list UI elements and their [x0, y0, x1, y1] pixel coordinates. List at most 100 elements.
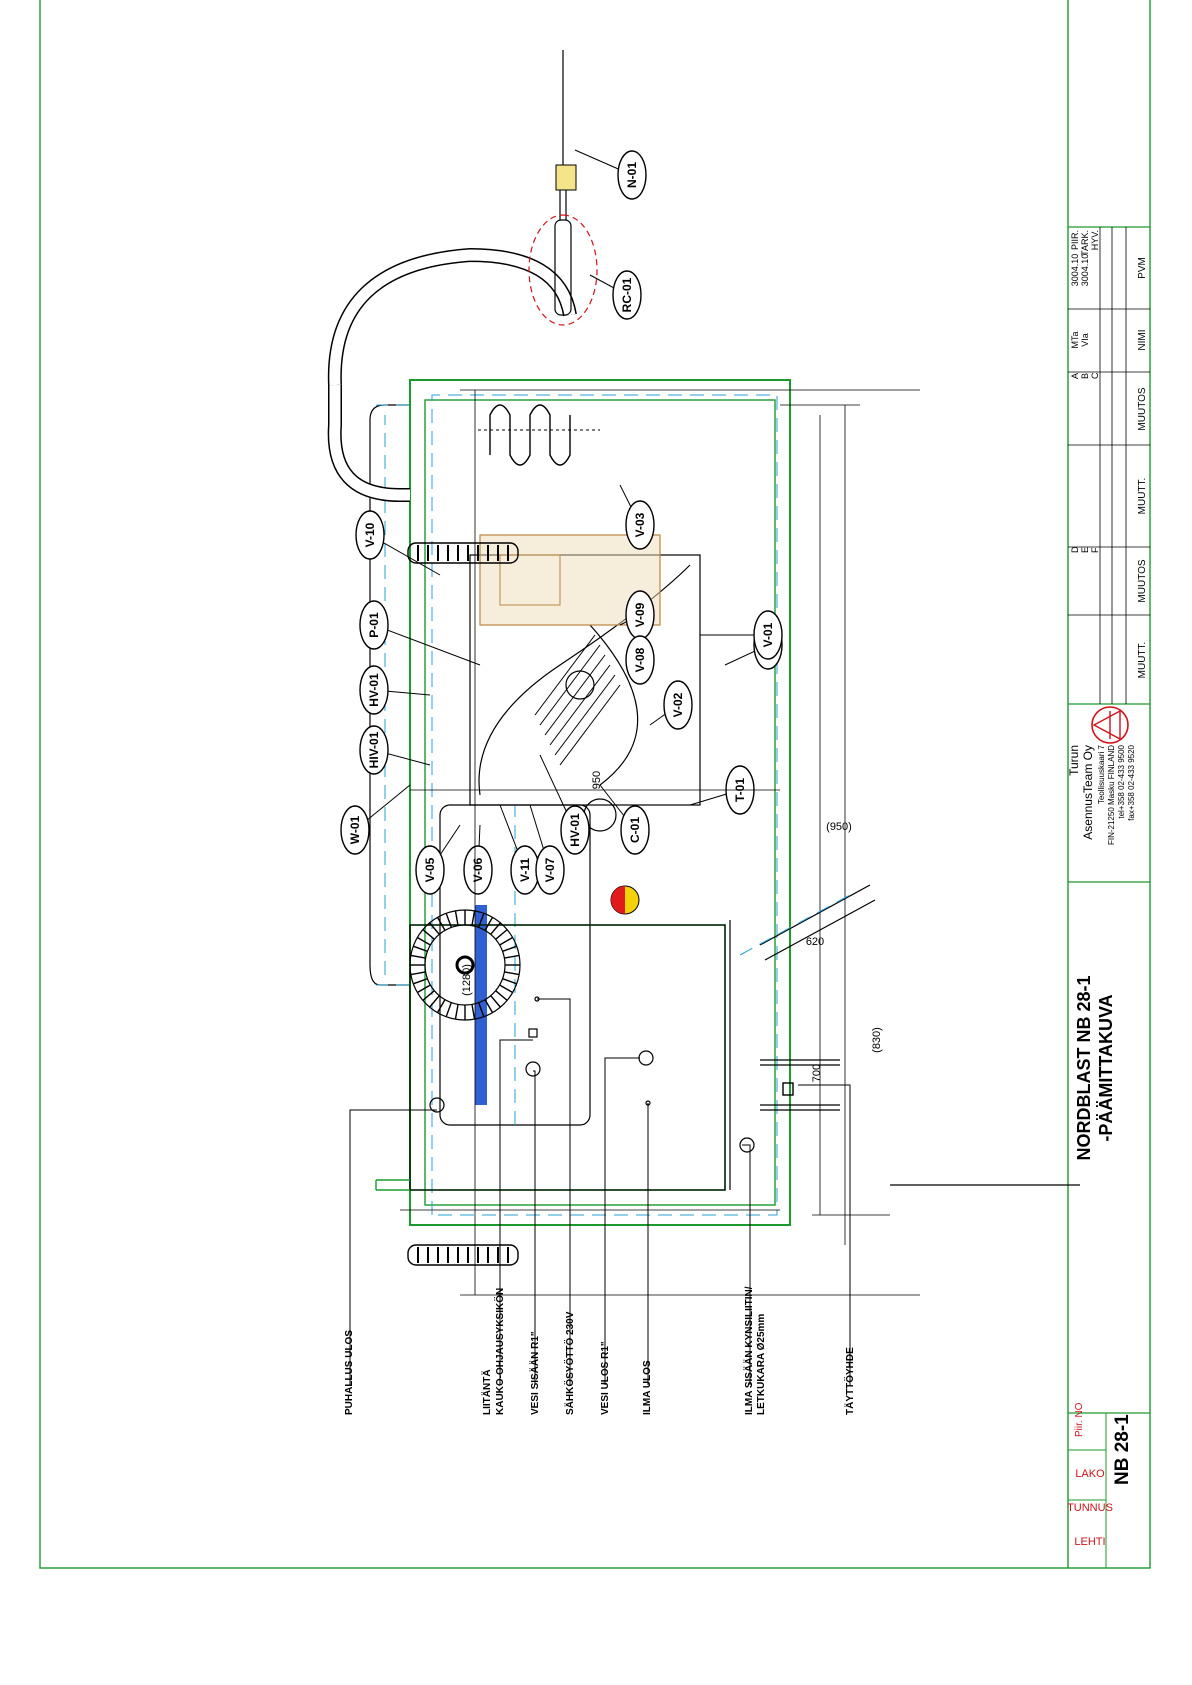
- tread-mark: [495, 990, 508, 1001]
- tunnus-label: TUNNUS: [1067, 1502, 1113, 1514]
- port-ilma-sisaan: [739, 1137, 755, 1153]
- company-fax: fax+358 02-433 9520: [1127, 744, 1136, 820]
- port-tayttoyhde: [782, 1082, 794, 1096]
- port-kauko: [528, 1028, 538, 1038]
- tag-label: V-05: [423, 857, 437, 882]
- rev-b: B: [1080, 373, 1090, 379]
- tag-balloon: [560, 805, 590, 855]
- tag-label: V-10: [363, 522, 377, 547]
- wheel-tread-right: [417, 545, 509, 561]
- tread-mark: [478, 1002, 485, 1017]
- tread-mark: [454, 1004, 459, 1020]
- row-piir-date: 3004.10: [1070, 254, 1080, 287]
- tread-mark: [422, 990, 435, 1001]
- tag-label: V-11: [518, 858, 532, 882]
- tag-label: V-06: [471, 857, 485, 882]
- callout-vesi-ulos: VESI ULOS R1": [600, 1341, 611, 1415]
- tag-label: HV-01: [568, 813, 582, 847]
- col-muutos-1: MUUTOS: [1137, 387, 1148, 430]
- tag-balloon: [535, 845, 565, 895]
- tread-mark: [490, 995, 501, 1008]
- tread-mark: [478, 913, 485, 928]
- spray-gun-rc01: [554, 219, 572, 316]
- side-handle: [759, 884, 871, 946]
- callout-ilma-ulos: ILMA ULOS: [642, 1360, 653, 1415]
- tag-balloon: [355, 510, 385, 560]
- tread-mark: [413, 978, 428, 985]
- drawing-title: NORDBLAST NB 28-1 -PÄÄMITTAKUVA: [1074, 975, 1116, 1160]
- tag-label: V-08: [633, 647, 647, 672]
- callout-ilma-sisaan-2: LETKUKARA Ø25mm: [756, 1314, 767, 1415]
- tag-label: C-01: [628, 817, 642, 843]
- row-hyv-label: HYV.: [1090, 230, 1100, 250]
- drawing-no-value: NB 28-1: [1112, 1414, 1133, 1485]
- wheel-tread-marks: [410, 910, 520, 1020]
- wheel-left: [407, 1244, 519, 1266]
- drawing-number-cell: LAKO LEHTI TUNNUS Piir. NO NB 28-1: [1067, 1402, 1133, 1568]
- tread-mark: [436, 999, 446, 1013]
- callout-tayttoyhde: TÄYTTÖYHDE: [843, 1347, 856, 1415]
- tread-mark: [445, 913, 452, 928]
- tread-mark: [422, 929, 435, 940]
- tread-mark: [499, 984, 513, 994]
- dim-950: 950: [591, 771, 603, 789]
- wheel-right: [407, 542, 519, 564]
- coiled-hose: [327, 247, 600, 466]
- tag-balloon: [663, 680, 693, 730]
- col-nimi: NIMI: [1137, 329, 1148, 350]
- tag-balloon: [340, 805, 370, 855]
- frame-outline: [409, 379, 791, 1226]
- callout-vesi-sisaan: VESI SISÄÄN R1": [528, 1331, 541, 1415]
- tag-leader: [373, 624, 481, 666]
- rev-a: A: [1070, 373, 1080, 379]
- tread-mark: [417, 936, 431, 946]
- tread-mark: [429, 995, 440, 1008]
- tag-balloon: [620, 805, 650, 855]
- tread-mark: [417, 984, 431, 994]
- tread-mark: [436, 917, 446, 931]
- title-strip-dividers: [1068, 226, 1150, 1414]
- tread-mark: [413, 945, 428, 952]
- tread-mark: [410, 954, 426, 959]
- tank-accent: [475, 905, 487, 1105]
- port-vesi-sisaan: [525, 1061, 541, 1077]
- dim-620: 620: [806, 936, 824, 948]
- col-pvm: PVM: [1137, 257, 1148, 279]
- tread-mark: [499, 936, 513, 946]
- port-vesi-ulos: [638, 1050, 654, 1066]
- tag-label: V-09: [633, 602, 647, 627]
- tag-label: V-01: [761, 622, 775, 647]
- company-block: Turun AsennusTeam Oy Teollisuuskaari 7 F…: [1067, 706, 1136, 845]
- tag-balloon: [359, 725, 389, 775]
- tag-label: W-01: [348, 815, 362, 844]
- tag-label: N-01: [625, 162, 639, 188]
- rev-c: C: [1090, 372, 1100, 379]
- rev-d: D: [1070, 546, 1080, 553]
- rev-e: E: [1080, 547, 1090, 553]
- row-piir-label: PIIR.: [1070, 230, 1080, 250]
- company-address2: FIN-21250 Masku FINLAND: [1107, 745, 1116, 845]
- tread-mark: [445, 1002, 452, 1017]
- tread-mark: [490, 922, 501, 935]
- tread-mark: [471, 1004, 476, 1020]
- callout-kauko-2: LIITÄNTÄ: [480, 1369, 493, 1415]
- tag-label: V-03: [633, 512, 647, 537]
- wheel-tread-left: [417, 1247, 509, 1263]
- tag-balloon: [753, 610, 783, 660]
- row-tark-date: 3004.10: [1080, 254, 1090, 287]
- tag-label: V-07: [543, 857, 557, 882]
- top-view: [327, 50, 791, 1266]
- tag-balloon: [617, 150, 647, 200]
- tag-label: RC-01: [620, 277, 634, 312]
- tread-mark: [484, 917, 494, 931]
- tag-balloon: [463, 845, 493, 895]
- motor-p01: [479, 534, 661, 626]
- callout-kauko-1: KAUKO-OHJAUSYKSIKÖN: [493, 1288, 506, 1415]
- row-tark-label: TARK.: [1080, 230, 1090, 256]
- row-piir-name: MTa: [1070, 331, 1080, 348]
- row-tark-name: VIa: [1080, 333, 1090, 347]
- tag-balloon: [359, 600, 389, 650]
- tag-balloon: [625, 500, 655, 550]
